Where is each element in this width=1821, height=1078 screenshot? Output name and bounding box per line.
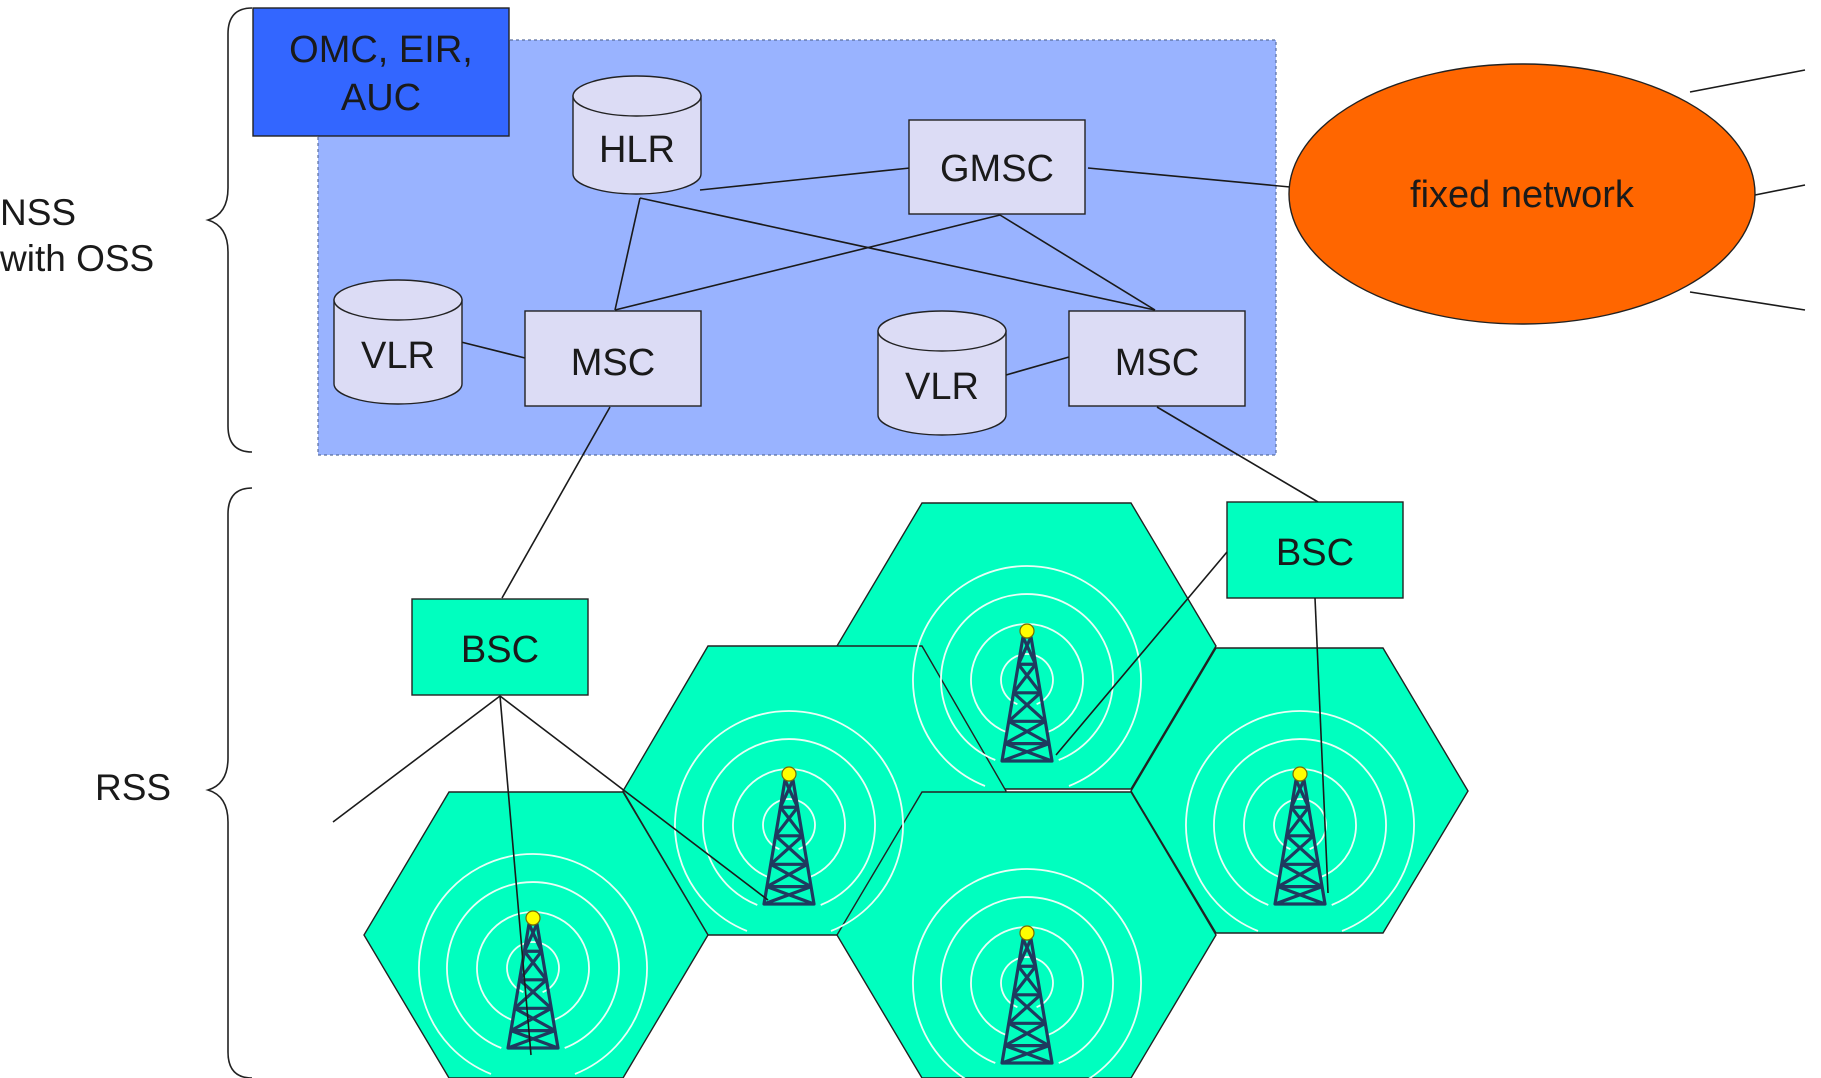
signal-ring [940, 593, 1114, 761]
msc-right-box: MSC [1068, 310, 1246, 407]
hlr-database: HLR [572, 75, 702, 195]
signal-ring [1273, 798, 1327, 851]
hlr-label: HLR [599, 129, 675, 171]
base-stations [418, 565, 1415, 1078]
bsc-left-label: BSC [461, 629, 539, 671]
signal-ring [674, 710, 904, 932]
signal-ring [446, 881, 620, 1049]
fixed-network: fixed network [1288, 63, 1756, 325]
link-hlr-msc-right [639, 197, 1156, 311]
antenna-tip-icon [525, 910, 541, 926]
external-link-bottom [1689, 291, 1806, 311]
radio-tower-icon [762, 778, 816, 906]
bts-center-top [912, 565, 1142, 787]
antenna-tip-icon [1292, 766, 1308, 782]
signal-ring [940, 896, 1114, 1064]
nss-links [460, 167, 1291, 376]
signal-ring [1000, 956, 1054, 1009]
link-msc-left-bsc-left [501, 406, 611, 599]
link-bsc-left-outside [332, 695, 501, 823]
link-bsc-right-bts-right [1314, 597, 1329, 894]
bts-bottom-left [418, 853, 648, 1075]
nss-label-line2: with OSS [0, 238, 154, 279]
link-vlr-msc-left [460, 341, 526, 359]
signal-ring [1000, 653, 1054, 706]
rss-brace [205, 487, 253, 1078]
link-gmsc-msc-right [999, 214, 1156, 311]
vlr-right-database: VLR [877, 310, 1007, 436]
fixed-network-external-links [1689, 69, 1806, 311]
msc-left-box: MSC [524, 310, 702, 407]
link-bsc-left-bts-bottom-left [499, 695, 532, 1056]
gmsc-box: GMSC [908, 119, 1086, 215]
bsc-bts-links [332, 551, 1329, 1056]
radio-tower-icon [506, 922, 560, 1050]
nss-brace [205, 7, 253, 453]
link-gmsc-msc-left [614, 214, 1001, 311]
radio-tower-icon [1273, 778, 1327, 906]
vlr-right-label: VLR [905, 366, 979, 408]
fixed-network-label: fixed network [1410, 174, 1635, 216]
external-link-middle [1754, 184, 1806, 196]
link-msc-right-bsc-right [1156, 406, 1319, 503]
link-hlr-msc-left [614, 197, 641, 311]
bts-center-left [674, 710, 904, 932]
signal-ring [912, 565, 1142, 787]
gmsc-label: GMSC [940, 148, 1054, 190]
signal-ring [506, 941, 560, 994]
link-hlr-gmsc [699, 167, 911, 191]
cell-bottom-left [363, 791, 709, 1078]
vlr-left-label: VLR [361, 335, 435, 377]
antenna-tip-icon [1019, 925, 1035, 941]
signal-ring [1185, 710, 1415, 932]
external-link-top [1689, 69, 1806, 93]
signal-ring [1213, 738, 1387, 906]
bsc-left-box: BSC [411, 598, 589, 696]
link-gmsc-fixed-network [1087, 167, 1291, 188]
antenna-tip-icon [1019, 623, 1035, 639]
signal-ring [762, 798, 816, 851]
rss-label: RSS [95, 767, 171, 808]
msc-left-label: MSC [571, 342, 655, 384]
bsc-right-box: BSC [1226, 501, 1404, 599]
bts-right [1185, 710, 1415, 932]
omc-label-line2: AUC [341, 77, 421, 119]
bts-bottom-center [912, 868, 1142, 1078]
link-bsc-left-bts-center-left [499, 695, 769, 901]
antenna-tip-icon [781, 766, 797, 782]
signal-ring [702, 738, 876, 906]
omc-eir-auc-box: OMC, EIR, AUC [252, 7, 510, 137]
nss-label-line1: NSS [0, 192, 76, 233]
bsc-right-label: BSC [1276, 532, 1354, 574]
link-bsc-right-bts-center-top [1055, 551, 1228, 756]
vlr-left-database: VLR [333, 279, 463, 405]
link-vlr-msc-right [1005, 356, 1070, 376]
omc-label-line1: OMC, EIR, [289, 29, 473, 71]
msc-right-label: MSC [1115, 342, 1199, 384]
signal-ring [912, 868, 1142, 1078]
signal-ring [418, 853, 648, 1075]
